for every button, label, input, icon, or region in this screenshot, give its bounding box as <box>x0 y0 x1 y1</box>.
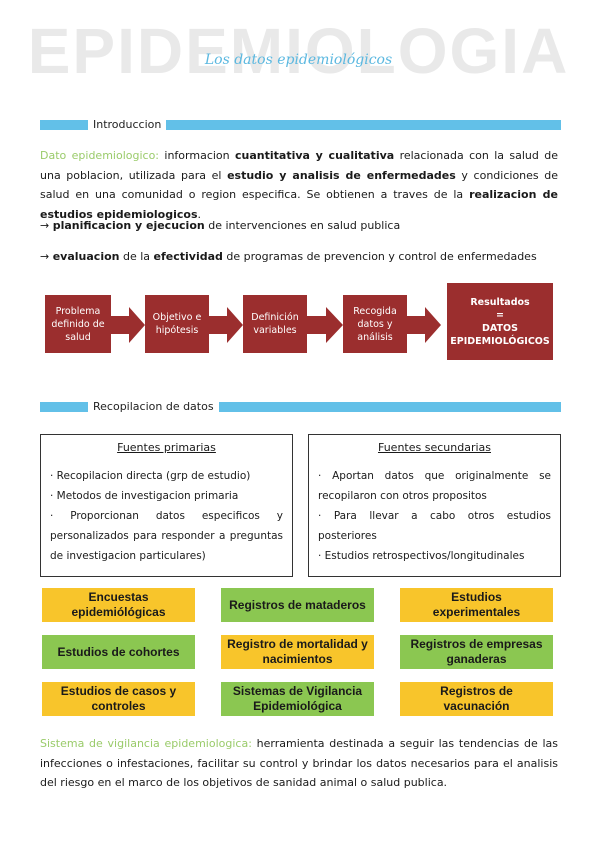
secondary-sources-box: Fuentes secundarias · Aportan datos que … <box>308 434 561 577</box>
section-bar <box>40 120 561 130</box>
page-subtitle: Los datos epidemiológicos <box>204 52 393 68</box>
primary-sources-list: · Recopilacion directa (grp de estudio) … <box>41 466 292 566</box>
vigilancia-text: herramienta destinada a seguir las tende… <box>40 737 558 789</box>
vigilancia-paragraph: Sistema de vigilancia epidemiologica: he… <box>40 734 558 793</box>
tile-cohortes: Estudios de cohortes <box>42 635 195 669</box>
list-item: · Proporcionan datos especificos y perso… <box>50 510 283 562</box>
flow-step-recogida: Recogida datos y análisis <box>343 295 407 353</box>
section-title: Recopilacion de datos <box>88 399 219 415</box>
flow-result: Resultados = DATOS EPIDEMIOLÓGICOS <box>447 283 553 360</box>
intro-text: y condiciones de salud en una comunidad … <box>40 168 559 202</box>
intro-bold: estudio y analisis de enfermedades <box>227 168 456 182</box>
section-header-recopilacion: Recopilacion de datos <box>40 399 561 415</box>
primary-sources-title: Fuentes primarias <box>117 441 216 454</box>
flow-arrow-icon <box>407 307 441 343</box>
secondary-sources-title: Fuentes secundarias <box>377 441 491 454</box>
primary-sources-box: Fuentes primarias · Recopilacion directa… <box>40 434 293 577</box>
intro-paragraph: Dato epidemiologico: informacion cuantit… <box>40 146 558 224</box>
intro-bold: realizacion de estudios epidemiologicos <box>40 188 558 221</box>
list-item: · Para llevar a cabo otros estudios post… <box>318 510 551 542</box>
flow-result-line: = <box>496 309 504 321</box>
intro-text: relacionada con la salud de una poblacio… <box>40 149 559 182</box>
section-bar <box>40 402 561 412</box>
flow-step-objetivo: Objetivo e hipótesis <box>145 295 209 353</box>
list-item: · Metodos de investigacion primaria <box>50 490 239 502</box>
tile-vigilancia: Sistemas de Vigilancia Epidemiológica <box>221 682 374 716</box>
flow-step-problema: Problema definido de salud <box>45 295 111 353</box>
intro-text: informacion <box>159 149 236 162</box>
arrow-icon: → <box>40 219 50 232</box>
bullet-evaluacion: → evaluacion de la efectividad de progra… <box>40 250 560 263</box>
section-header-intro: Introduccion <box>40 117 561 133</box>
intro-text: . <box>197 207 202 221</box>
tile-encuestas: Encuestas epidemiólógicas <box>42 588 195 622</box>
flow-arrow-icon <box>111 307 145 343</box>
section-title: Introduccion <box>88 117 167 133</box>
bullet-bold: efectividad <box>153 250 223 263</box>
bullet-bold: evaluacion <box>52 250 120 263</box>
bullet-text: de intervenciones en salud publica <box>204 219 401 232</box>
vigilancia-term: Sistema de vigilancia epidemiologica: <box>40 737 252 750</box>
tile-vacunacion: Registros de vacunación <box>400 682 553 716</box>
secondary-sources-list: · Aportan datos que originalmente se rec… <box>309 466 560 566</box>
flow-step-definicion: Definición variables <box>243 295 307 353</box>
tile-mortalidad: Registro de mortalidad y nacimientos <box>221 635 374 669</box>
arrow-icon: → <box>40 250 50 263</box>
flow-result-line: EPIDEMIOLÓGICOS <box>450 335 550 347</box>
flow-result-line: DATOS <box>482 322 518 334</box>
list-item: · Recopilacion directa (grp de estudio) <box>50 470 251 482</box>
flow-arrow-icon <box>209 307 243 343</box>
bullet-bold: planificacion y ejecucion <box>52 219 205 232</box>
bullet-text: de programas de prevencion y control de … <box>222 250 537 263</box>
bullet-planificacion: → planificacion y ejecucion de intervenc… <box>40 219 560 232</box>
tile-casos-controles: Estudios de casos y controles <box>42 682 195 716</box>
intro-bold: cuantitativa y cualitativa <box>235 149 395 162</box>
list-item: · Estudios retrospectivos/longitudinales <box>318 550 525 562</box>
intro-term: Dato epidemiologico: <box>40 149 160 162</box>
flow-arrow-icon <box>307 307 343 343</box>
tile-mataderos: Registros de mataderos <box>221 588 374 622</box>
tile-experimentales: Estudios experimentales <box>400 588 553 622</box>
list-item: · Aportan datos que originalmente se rec… <box>318 470 551 502</box>
tile-empresas-ganaderas: Registros de empresas ganaderas <box>400 635 553 669</box>
flow-result-line: Resultados <box>470 296 530 308</box>
page-title-watermark: EPIDEMIOLOGIA <box>27 15 570 87</box>
bullet-text: de la <box>119 250 154 263</box>
